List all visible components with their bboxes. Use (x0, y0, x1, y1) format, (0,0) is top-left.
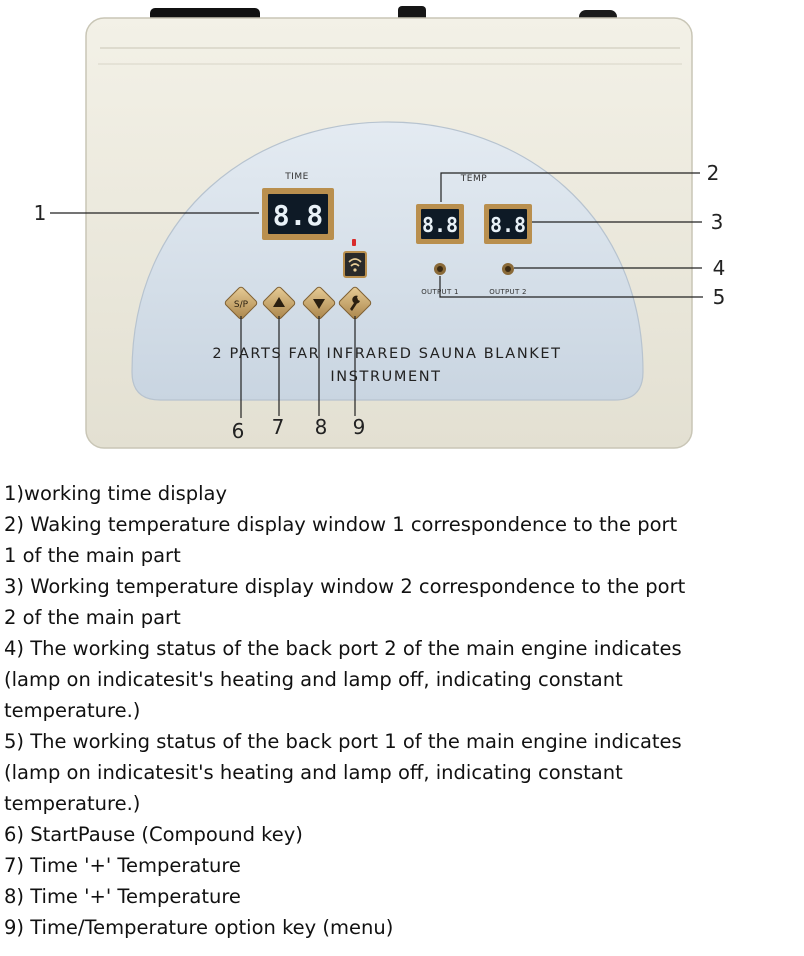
callout-4: 4 (713, 256, 726, 280)
start-pause-key-label: S/P (234, 300, 249, 310)
led-indicator-icon (352, 239, 356, 246)
temp-display-2: 8.8 (484, 204, 532, 244)
callout-9: 9 (353, 415, 366, 439)
callout-7: 7 (272, 415, 285, 439)
output-1-lamp (434, 263, 446, 275)
up-arrow-icon (273, 297, 285, 307)
control-faceplate (131, 121, 644, 401)
callout-8: 8 (315, 415, 328, 439)
legend-line: (lamp on indicatesit's heating and lamp … (4, 761, 623, 784)
callout-5: 5 (713, 285, 726, 309)
instrument-title-line1: 2 PARTS FAR INFRARED SAUNA BLANKET (212, 346, 561, 362)
legend-line: temperature.) (4, 792, 141, 815)
temp-display-1-digits: 8.8 (422, 213, 458, 237)
callout-1: 1 (34, 201, 47, 225)
start-pause-button[interactable]: S/P (224, 286, 258, 320)
legend-line: 1)working time display (4, 482, 228, 505)
legend-line: (lamp on indicatesit's heating and lamp … (4, 668, 623, 691)
legend-line: 9) Time/Temperature option key (menu) (4, 916, 394, 939)
legend-line: 2 of the main part (4, 606, 181, 629)
legend-line: 2) Waking temperature display window 1 c… (4, 513, 678, 536)
temp-label: TEMP (460, 174, 487, 184)
down-arrow-button[interactable] (302, 286, 336, 320)
temp-display-1: 8.8 (416, 204, 464, 244)
legend-line: temperature.) (4, 699, 141, 722)
time-display: 8.8 (262, 188, 334, 240)
sauna-instrument-diagram: TIME TEMP 8.8 8.8 8.8 OUTPUT 1 OUTPUT 2 … (34, 6, 726, 449)
output-2-label: OUTPUT 2 (489, 288, 527, 296)
legend-line: 7) Time '+' Temperature (4, 854, 241, 877)
legend-line: 4) The working status of the back port 2… (4, 637, 682, 660)
callout-3: 3 (711, 210, 724, 234)
instrument-title-line2: INSTRUMENT (330, 369, 441, 385)
legend-line: 8) Time '+' Temperature (4, 885, 241, 908)
legend-list: 1)working time display 2) Waking tempera… (4, 478, 804, 943)
down-arrow-icon (313, 299, 325, 309)
legend-line: 1 of the main part (4, 544, 181, 567)
time-label: TIME (284, 172, 309, 182)
up-arrow-button[interactable] (262, 286, 296, 320)
callout-lines (50, 172, 703, 418)
legend-line: 3) Working temperature display window 2 … (4, 575, 686, 598)
temp-display-2-digits: 8.8 (490, 213, 526, 237)
callout-6: 6 (232, 419, 245, 443)
wrench-icon (350, 295, 360, 311)
legend-line: 5) The working status of the back port 1… (4, 730, 682, 753)
callout-2: 2 (707, 161, 720, 185)
menu-wrench-button[interactable] (338, 286, 372, 320)
time-display-digits: 8.8 (273, 199, 324, 232)
wifi-icon (343, 251, 367, 278)
output-2-lamp (502, 263, 514, 275)
legend-line: 6) StartPause (Compound key) (4, 823, 303, 846)
